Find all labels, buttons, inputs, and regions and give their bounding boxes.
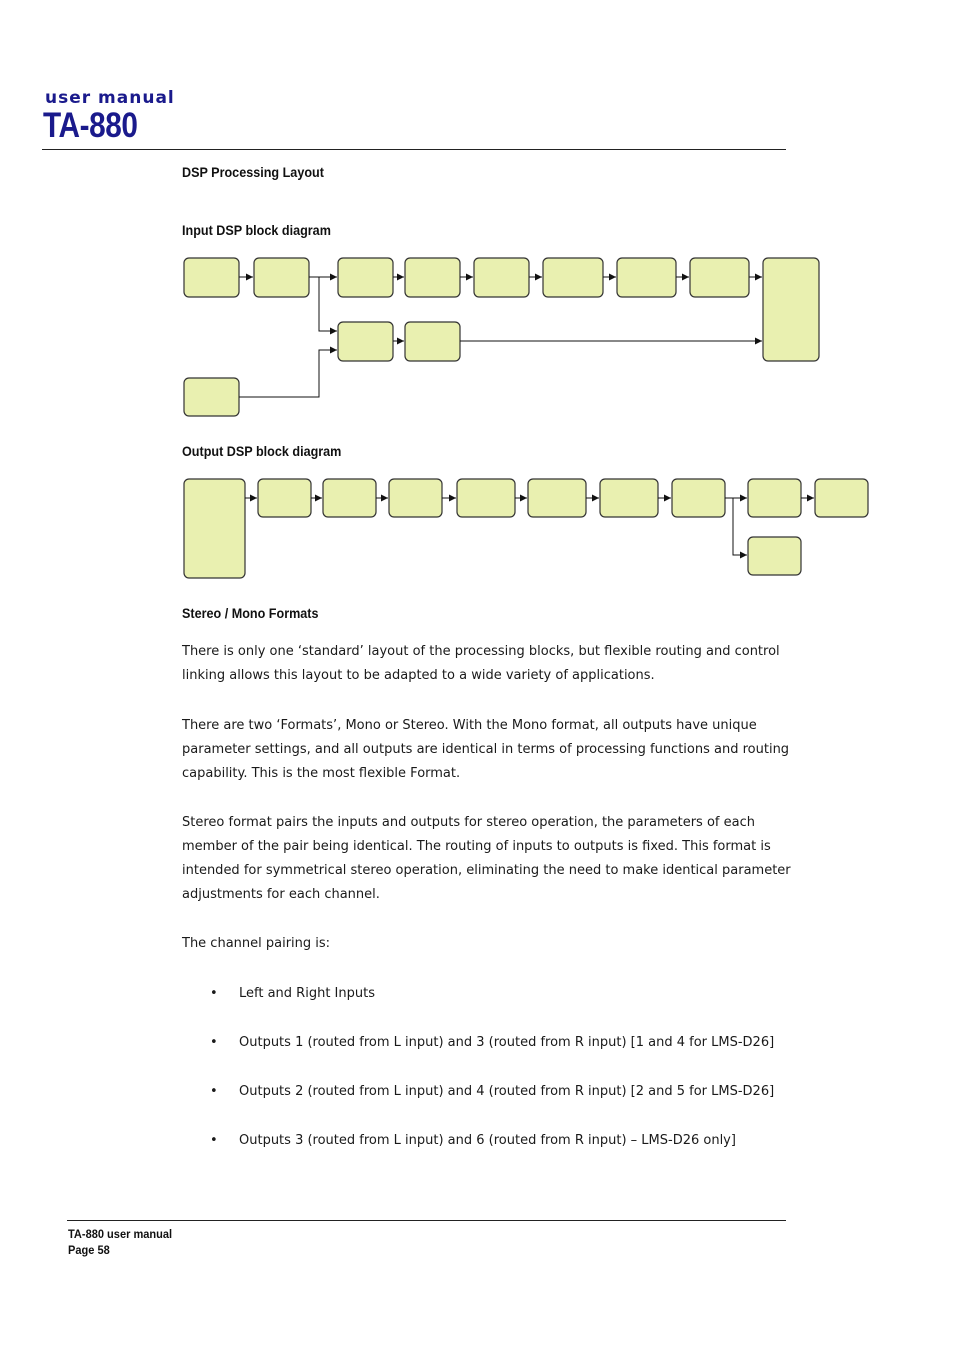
- list-item-text: Outputs 3 (routed from L input) and 6 (r…: [239, 1133, 736, 1148]
- input-block: [542, 257, 604, 298]
- input-block: [337, 257, 394, 298]
- input-block: [616, 257, 677, 298]
- footer-page-number: Page 58: [68, 1243, 110, 1257]
- bullet-icon: •: [210, 1084, 218, 1099]
- output-block: [599, 478, 659, 518]
- output-block: [322, 478, 377, 518]
- footer-divider: [67, 1220, 786, 1221]
- input-block: [404, 321, 461, 362]
- input-block: [253, 257, 310, 298]
- list-item-text: Outputs 2 (routed from L input) and 4 (r…: [239, 1084, 775, 1099]
- output-block: [747, 536, 802, 576]
- dsp-layout-heading: DSP Processing Layout: [182, 164, 324, 180]
- output-block: [671, 478, 726, 518]
- paragraph: Stereo format pairs the inputs and outpu…: [182, 815, 791, 902]
- input-diagram-heading: Input DSP block diagram: [182, 222, 331, 238]
- output-block: [527, 478, 587, 518]
- paragraph: There is only one ‘standard’ layout of t…: [182, 644, 780, 683]
- bullet-icon: •: [210, 1133, 218, 1148]
- output-block-diagram: [183, 478, 869, 579]
- output-block: [456, 478, 516, 518]
- bullet-icon: •: [210, 986, 218, 1001]
- manual-label: user manual: [45, 88, 175, 108]
- paragraph: There are two ‘Formats’, Mono or Stereo.…: [182, 718, 790, 781]
- output-diagram-heading: Output DSP block diagram: [182, 443, 342, 459]
- bullet-icon: •: [210, 1035, 218, 1050]
- output-block: [388, 478, 443, 518]
- list-item-text: Outputs 1 (routed from L input) and 3 (r…: [239, 1035, 775, 1050]
- input-block: [183, 377, 240, 417]
- output-block: [747, 478, 802, 518]
- header-divider: [42, 149, 786, 150]
- list-item-text: Left and Right Inputs: [239, 986, 375, 1001]
- connector-arrow: [239, 346, 337, 398]
- output-routing-block: [183, 478, 246, 579]
- input-block: [404, 257, 461, 298]
- input-block: [689, 257, 750, 298]
- connector-arrow: [318, 277, 337, 335]
- output-block: [257, 478, 312, 518]
- input-block: [183, 257, 240, 298]
- footer-manual-title: TA-880 user manual: [68, 1227, 173, 1241]
- input-block: [473, 257, 530, 298]
- connector-arrow: [732, 498, 747, 559]
- paragraph: The channel pairing is:: [182, 936, 331, 951]
- product-title: TA-880: [43, 106, 138, 145]
- input-block-diagram: [183, 257, 820, 417]
- output-block: [814, 478, 869, 518]
- input-routing-block: [762, 257, 820, 362]
- stereo-mono-heading: Stereo / Mono Formats: [182, 605, 319, 621]
- input-block: [337, 321, 394, 362]
